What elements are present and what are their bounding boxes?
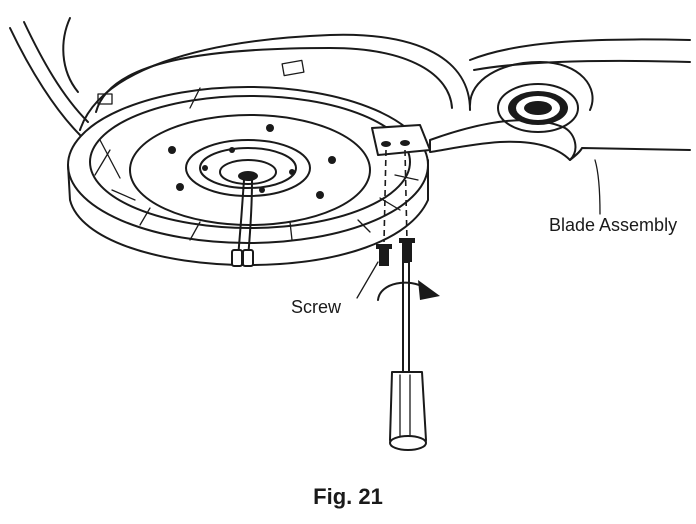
screw [376, 238, 415, 266]
screw-label: Screw [291, 297, 342, 317]
blade-bracket [371, 124, 431, 156]
rotation-arrow [377, 280, 440, 301]
fan-housing [9, 17, 471, 136]
screw-guide-lines [383, 149, 408, 243]
leader-lines [356, 159, 601, 299]
mounting-plate [129, 114, 371, 226]
figure-caption: Fig. 21 [313, 484, 383, 509]
blade-assembly [429, 38, 691, 161]
wires [231, 179, 254, 267]
blade-assembly-label: Blade Assembly [549, 215, 678, 235]
screwdriver [389, 261, 427, 451]
